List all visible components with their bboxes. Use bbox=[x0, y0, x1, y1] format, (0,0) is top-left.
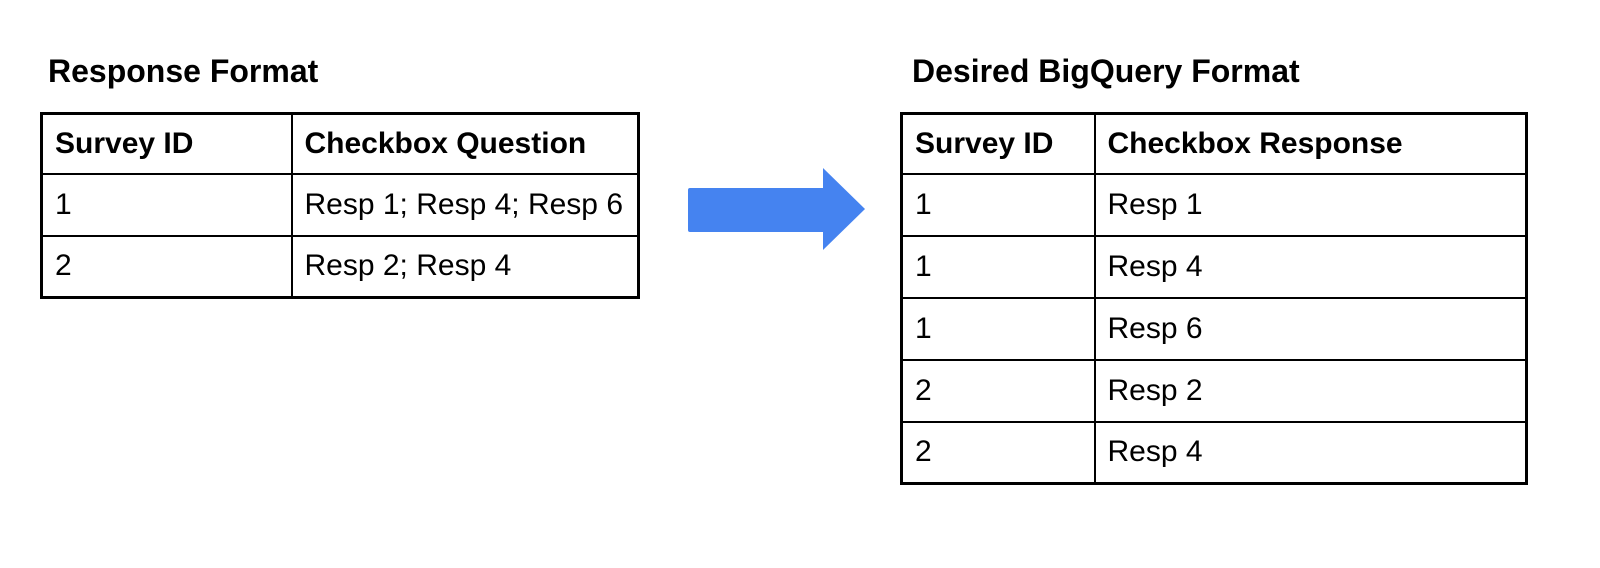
table-row: 1 Resp 1 bbox=[900, 172, 1528, 237]
table-row: 2 Resp 2; Resp 4 bbox=[40, 234, 640, 299]
table-cell: Resp 4 bbox=[1093, 234, 1528, 299]
table-cell: Resp 6 bbox=[1093, 296, 1528, 361]
right-arrow-icon bbox=[688, 188, 825, 232]
table-cell: 1 bbox=[900, 296, 1096, 361]
table-row: 1 Resp 1; Resp 4; Resp 6 bbox=[40, 172, 640, 237]
table-cell: Resp 2 bbox=[1093, 358, 1528, 423]
table-row: 1 Resp 6 bbox=[900, 296, 1528, 361]
table-cell: 1 bbox=[900, 234, 1096, 299]
column-header-survey-id: Survey ID bbox=[40, 112, 293, 175]
column-header-checkbox-response: Checkbox Response bbox=[1093, 112, 1528, 175]
response-format-table: Survey ID Checkbox Question 1 Resp 1; Re… bbox=[40, 112, 640, 299]
table-cell: Resp 2; Resp 4 bbox=[290, 234, 640, 299]
table-row: 2 Resp 2 bbox=[900, 358, 1528, 423]
table-cell: 1 bbox=[40, 172, 293, 237]
table-header-row: Survey ID Checkbox Response bbox=[900, 112, 1528, 175]
table-header-row: Survey ID Checkbox Question bbox=[40, 112, 640, 175]
column-header-survey-id: Survey ID bbox=[900, 112, 1096, 175]
table-cell: Resp 1 bbox=[1093, 172, 1528, 237]
column-header-checkbox-question: Checkbox Question bbox=[290, 112, 640, 175]
table-cell: 2 bbox=[40, 234, 293, 299]
table-cell: Resp 4 bbox=[1093, 420, 1528, 485]
table-cell: 2 bbox=[900, 420, 1096, 485]
table-row: 2 Resp 4 bbox=[900, 420, 1528, 485]
right-section-title: Desired BigQuery Format bbox=[912, 53, 1300, 89]
table-cell: Resp 1; Resp 4; Resp 6 bbox=[290, 172, 640, 237]
left-section-title: Response Format bbox=[48, 53, 319, 89]
bigquery-format-table: Survey ID Checkbox Response 1 Resp 1 1 R… bbox=[900, 112, 1528, 485]
table-cell: 1 bbox=[900, 172, 1096, 237]
table-cell: 2 bbox=[900, 358, 1096, 423]
table-row: 1 Resp 4 bbox=[900, 234, 1528, 299]
right-arrow-icon-head bbox=[823, 168, 865, 250]
